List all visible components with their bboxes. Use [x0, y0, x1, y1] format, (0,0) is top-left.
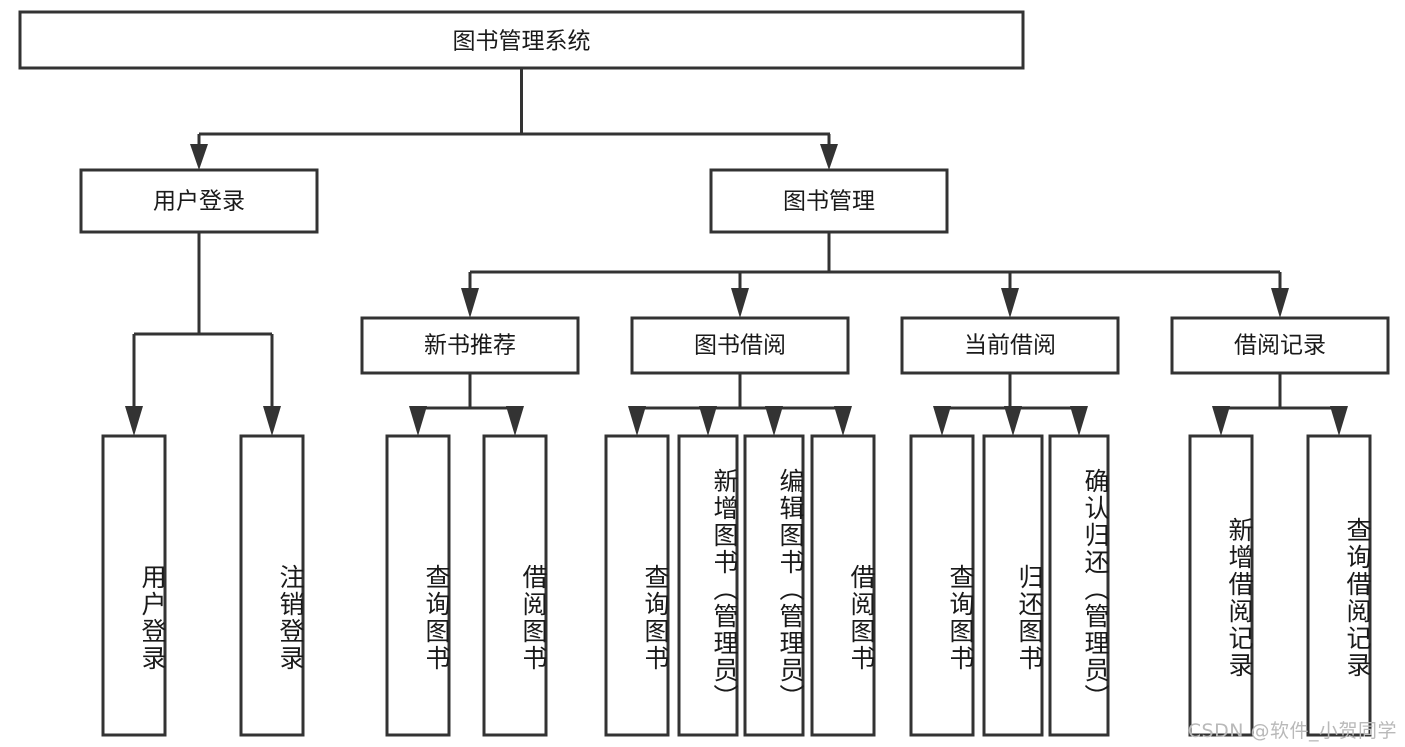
node-root-box[interactable]	[18, 10, 1025, 70]
leaf-box-add-record[interactable]	[1188, 434, 1254, 737]
csdn-watermark: CSDN @软件_小贺同学	[1187, 720, 1397, 742]
arrow-icon-leaf-query-book-2	[628, 406, 646, 436]
node-new-book-rec[interactable]: 新书推荐	[360, 316, 580, 375]
leaf-box-layer	[101, 434, 1372, 737]
node-borrow-record[interactable]: 借阅记录	[1170, 316, 1390, 375]
node-book-manage-box[interactable]	[709, 168, 949, 234]
node-book-manage[interactable]: 图书管理	[709, 168, 949, 234]
node-book-borrow-label: 图书借阅	[694, 333, 786, 359]
leaf-box-borrow-book-1[interactable]	[482, 434, 548, 737]
arrow-icon-leaf-query-book-3	[933, 406, 951, 436]
leaf-box-query-book-2[interactable]	[604, 434, 670, 737]
arrow-icon-leaf-add-book	[699, 406, 717, 436]
node-borrow-record-box[interactable]	[1170, 316, 1390, 375]
arrow-icon-leaf-confirm-return	[1070, 406, 1088, 436]
arrow-icon-leaf-borrow-book-2	[834, 406, 852, 436]
arrow-icon-book-borrow	[731, 288, 749, 318]
arrow-icon-leaf-borrow-book-1	[506, 406, 524, 436]
arrow-icon-borrow-record	[1271, 288, 1289, 318]
arrow-icon-book-manage	[820, 144, 838, 170]
leaf-box-query-book-3[interactable]	[909, 434, 975, 737]
node-current-borrow-label: 当前借阅	[964, 333, 1056, 359]
node-new-book-rec-box[interactable]	[360, 316, 580, 375]
arrow-icon-new-book-rec	[461, 288, 479, 318]
arrow-icon-leaf-logout	[263, 406, 281, 436]
leaf-box-user-login[interactable]	[101, 434, 167, 737]
arrow-icon-leaf-add-record	[1212, 406, 1230, 436]
node-book-borrow-box[interactable]	[630, 316, 850, 375]
arrow-icon-current-borrow	[1001, 288, 1019, 318]
node-new-book-rec-label: 新书推荐	[424, 333, 516, 359]
leaf-box-query-book-1[interactable]	[385, 434, 451, 737]
node-book-manage-label: 图书管理	[783, 189, 875, 215]
node-user-login[interactable]: 用户登录	[79, 168, 319, 234]
node-current-borrow-box[interactable]	[900, 316, 1120, 375]
arrow-icon-leaf-return-book	[1004, 406, 1022, 436]
arrow-icon-user-login	[190, 144, 208, 170]
node-current-borrow[interactable]: 当前借阅	[900, 316, 1120, 375]
node-user-login-label: 用户登录	[153, 189, 245, 215]
leaf-box-borrow-book-2[interactable]	[810, 434, 876, 737]
arrow-icon-leaf-query-record	[1330, 406, 1348, 436]
leaf-box-query-record[interactable]	[1306, 434, 1372, 737]
arrow-icon-leaf-user-login	[125, 406, 143, 436]
node-borrow-record-label: 借阅记录	[1234, 333, 1326, 359]
arrow-icon-leaf-edit-book	[765, 406, 783, 436]
leaf-box-logout[interactable]	[239, 434, 305, 737]
node-user-login-box[interactable]	[79, 168, 319, 234]
leaf-box-confirm-return[interactable]	[1048, 434, 1110, 737]
node-root-label: 图书管理系统	[453, 29, 591, 55]
connector-layer	[125, 68, 1348, 436]
leaf-box-return-book[interactable]	[982, 434, 1044, 737]
node-root[interactable]: 图书管理系统	[18, 10, 1025, 70]
arrow-icon-leaf-query-book-1	[409, 406, 427, 436]
leaf-box-add-book[interactable]	[677, 434, 739, 737]
leaf-box-edit-book[interactable]	[743, 434, 805, 737]
node-book-borrow[interactable]: 图书借阅	[630, 316, 850, 375]
